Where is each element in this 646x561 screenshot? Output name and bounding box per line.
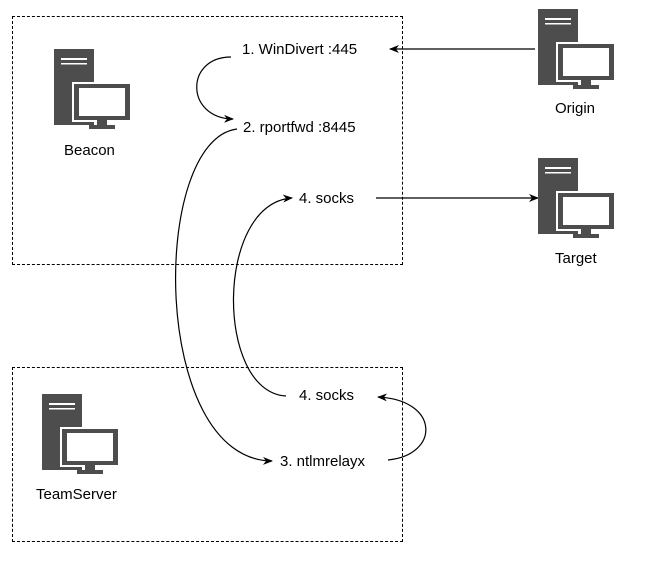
rportfwd-to-ntlmrelayx-arrow	[174, 128, 273, 465]
ntlmrelayx-to-socks-arrow	[377, 393, 427, 461]
target-computer-icon	[538, 158, 618, 243]
teamserver-computer-icon	[42, 394, 122, 479]
step-rportfwd-label: 2. rportfwd :8445	[243, 119, 356, 136]
origin-label: Origin	[555, 100, 596, 117]
windivert-to-rportfwd-arrow	[196, 56, 234, 123]
step-socks-teamserver-label: 4. socks	[299, 387, 355, 404]
teamserver-label: TeamServer	[36, 486, 117, 503]
target-label: Target	[555, 250, 597, 267]
beacon-group-box	[12, 16, 403, 265]
origin-computer-icon	[538, 9, 618, 94]
step-ntlmrelayx-label: 3. ntlmrelayx	[280, 453, 366, 470]
step-socks-beacon-label: 4. socks	[299, 190, 355, 207]
step-windivert-label: 1. WinDivert :445	[242, 41, 358, 58]
teamserver-group-box	[12, 367, 403, 542]
beacon-label: Beacon	[64, 142, 115, 159]
socks-teamserver-to-socks-beacon-arrow	[232, 194, 293, 397]
beacon-computer-icon	[54, 49, 134, 134]
